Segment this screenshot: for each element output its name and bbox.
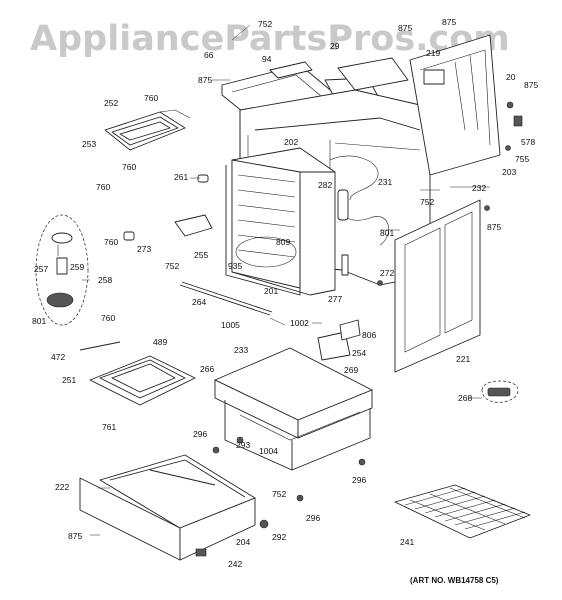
heat-shield: [174, 214, 213, 237]
label-204: 204: [236, 537, 250, 547]
label-66: 66: [204, 50, 214, 60]
label-875: 875: [442, 17, 456, 27]
label-94: 94: [262, 54, 272, 64]
label-293: 293: [236, 440, 250, 450]
connector-268: [481, 380, 519, 403]
label-203: 203: [502, 167, 516, 177]
label-1005: 1005: [221, 320, 240, 330]
label-268: 268: [458, 393, 472, 403]
leader-lines: [82, 24, 490, 536]
label-266: 266: [200, 364, 214, 374]
label-277: 277: [328, 294, 342, 304]
label-219: 219: [426, 48, 440, 58]
side-panel: [394, 199, 481, 373]
bake-element: [79, 341, 196, 406]
bottom-rod: [179, 281, 273, 316]
label-875: 875: [398, 23, 412, 33]
label-875: 875: [487, 222, 501, 232]
label-760: 760: [101, 313, 115, 323]
label-251: 251: [62, 375, 76, 385]
label-489: 489: [153, 337, 167, 347]
label-472: 472: [51, 352, 65, 362]
oven-cavity: [225, 147, 336, 296]
label-261: 261: [174, 172, 188, 182]
label-252: 252: [104, 98, 118, 108]
clip-261: [197, 174, 209, 183]
label-253: 253: [82, 139, 96, 149]
label-29: 29: [330, 41, 340, 51]
label-755: 755: [515, 154, 529, 164]
label-752: 752: [272, 489, 286, 499]
label-221: 221: [456, 354, 470, 364]
sensor-282: [337, 189, 349, 221]
label-233: 233: [234, 345, 248, 355]
label-296: 296: [306, 513, 320, 523]
label-296: 296: [193, 429, 207, 439]
label-232: 232: [472, 183, 486, 193]
screws: [195, 101, 523, 557]
label-258: 258: [98, 275, 112, 285]
terminal-block: [317, 319, 361, 361]
oven-rack: [394, 484, 531, 539]
storage-drawer: [79, 454, 256, 561]
label-231: 231: [378, 177, 392, 187]
label-282: 282: [318, 180, 332, 190]
wire-harness: [329, 155, 379, 201]
label-761: 761: [102, 422, 116, 432]
label-241: 241: [400, 537, 414, 547]
label-760: 760: [104, 237, 118, 247]
label-269: 269: [344, 365, 358, 375]
label-760: 760: [96, 182, 110, 192]
label-292: 292: [272, 532, 286, 542]
rear-control-panel: [409, 34, 501, 176]
label-752: 752: [258, 19, 272, 29]
label-296: 296: [352, 475, 366, 485]
label-875: 875: [524, 80, 538, 90]
label-752: 752: [420, 197, 434, 207]
label-201: 201: [264, 286, 278, 296]
label-752: 752: [165, 261, 179, 271]
part-labels: 752 875 875 875 875 875 875 66 94 29 219…: [32, 17, 538, 569]
label-259: 259: [70, 262, 84, 272]
label-1004: 1004: [259, 446, 278, 456]
label-809: 809: [276, 237, 290, 247]
label-254: 254: [352, 348, 366, 358]
label-264: 264: [192, 297, 206, 307]
latch-277: [341, 254, 349, 276]
label-257: 257: [34, 264, 48, 274]
label-760: 760: [144, 93, 158, 103]
clip-part: [123, 231, 135, 241]
label-760: 760: [122, 162, 136, 172]
watermark-text: AppliancePartsPros.com: [30, 19, 510, 59]
broil-element: [104, 109, 191, 151]
label-255: 255: [194, 250, 208, 260]
label-1002: 1002: [290, 318, 309, 328]
label-806: 806: [362, 330, 376, 340]
label-202: 202: [284, 137, 298, 147]
label-242: 242: [228, 559, 242, 569]
label-875: 875: [68, 531, 82, 541]
label-935: 935: [228, 261, 242, 271]
label-273: 273: [137, 244, 151, 254]
label-578: 578: [521, 137, 535, 147]
label-222: 222: [55, 482, 69, 492]
label-20: 20: [506, 72, 516, 82]
oven-bottom: [214, 347, 373, 471]
art-number: (ART NO. WB14758 C5): [410, 576, 499, 585]
label-801: 801: [32, 316, 46, 326]
label-272: 272: [380, 268, 394, 278]
light-assembly: [35, 214, 89, 326]
label-801: 801: [380, 228, 394, 238]
label-875: 875: [198, 75, 212, 85]
